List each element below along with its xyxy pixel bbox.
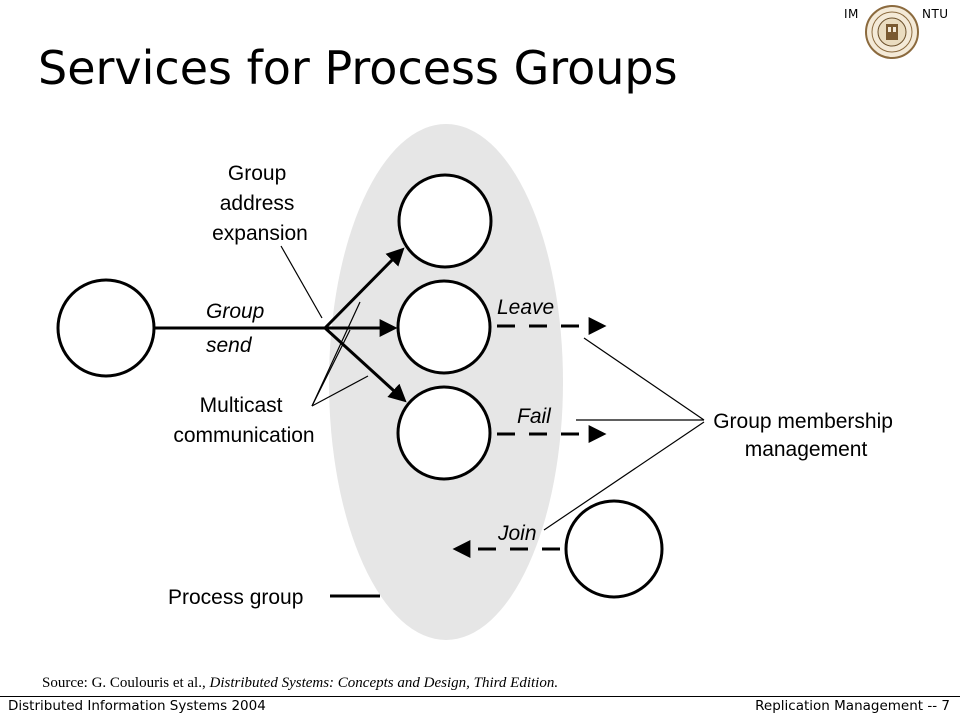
footer-divider [0, 696, 960, 697]
member-process-circle-top [397, 173, 493, 269]
multicast-pointer-2 [311, 329, 351, 407]
joining-process-circle [564, 499, 664, 599]
membership-pointer-leave [583, 337, 705, 421]
multicast-arrow-bottom [323, 326, 407, 403]
sender-process-circle [56, 278, 156, 378]
source-citation: Source: G. Coulouris et al., Distributed… [42, 675, 558, 692]
membership-pointer-join [543, 421, 705, 531]
label-group-send: Group send [206, 300, 270, 357]
university-logo: IM NTU [838, 2, 958, 66]
label-multicast-communication: Multicast communication [173, 394, 314, 447]
multicast-pointer-3 [311, 375, 369, 407]
member-process-circle-bottom [396, 385, 492, 481]
label-leave: Leave [497, 296, 554, 319]
label-process-group: Process group [168, 586, 303, 609]
address-expansion-pointer [280, 245, 323, 319]
label-group-address-expansion: Group address expansion [212, 162, 308, 245]
source-prefix: Source: G. Coulouris et al., [42, 675, 210, 691]
label-group-membership-management: Group membership management [713, 410, 899, 461]
footer-slide-number: Replication Management -- 7 [755, 698, 950, 714]
logo-im-text: IM [844, 7, 859, 21]
label-join: Join [497, 522, 537, 545]
label-fail: Fail [517, 405, 552, 428]
multicast-arrow-top [323, 247, 405, 330]
seal-icon [865, 5, 919, 59]
footer-course-name: Distributed Information Systems 2004 [8, 698, 266, 714]
source-book-title: Distributed Systems: Concepts and Design… [209, 675, 559, 691]
member-process-circle-middle [396, 279, 492, 375]
slide-title: Services for Process Groups [38, 41, 678, 95]
logo-ntu-text: NTU [922, 7, 949, 21]
